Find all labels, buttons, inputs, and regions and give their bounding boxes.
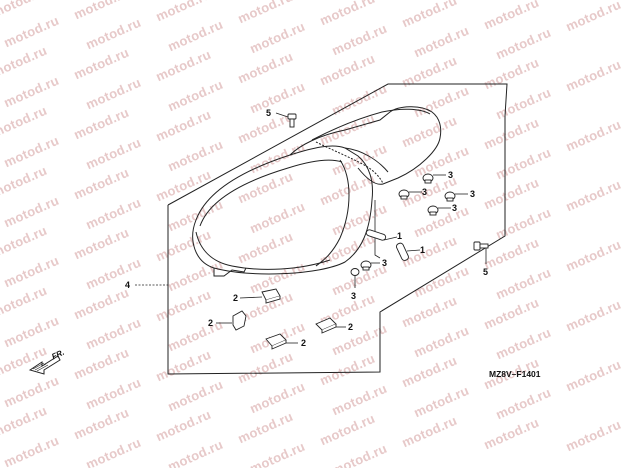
callout-2-b: 2	[208, 318, 213, 328]
front-direction-arrow: FR.	[28, 348, 66, 375]
callout-2-a: 2	[233, 293, 238, 303]
callout-3-b: 3	[422, 187, 427, 197]
callout-labels: 5 4 1 1 3 3 3 3 3 3 5 2 2 2 2	[125, 108, 488, 348]
rubber-part-b	[396, 242, 409, 261]
callout-3-f: 3	[351, 291, 356, 301]
direction-label: FR.	[50, 348, 65, 362]
clip-part-c	[444, 191, 456, 202]
bracket-part-c	[265, 333, 287, 350]
bracket-part-b	[232, 310, 247, 331]
callout-1-a: 1	[397, 231, 402, 241]
callout-3-d: 3	[452, 203, 457, 213]
callout-3-e: 3	[382, 258, 387, 268]
diagram-code: MZ8V–F1401	[489, 369, 541, 379]
callout-4: 4	[125, 280, 130, 290]
callout-3-c: 3	[470, 189, 475, 199]
inner-boundary	[374, 200, 381, 259]
callout-2-c: 2	[301, 338, 306, 348]
callout-1-b: 1	[420, 245, 425, 255]
bracket-part-a	[261, 288, 281, 304]
clip-part-b	[398, 189, 410, 200]
clip-part-f	[350, 268, 360, 276]
clip-part-e	[360, 260, 372, 271]
callout-3-a: 3	[448, 170, 453, 180]
assembly-boundary	[167, 83, 508, 375]
bolt-part-top	[287, 113, 297, 128]
clip-part-a	[422, 173, 434, 184]
callout-2-d: 2	[348, 322, 353, 332]
leader-lines	[135, 112, 487, 344]
bolt-part-right	[473, 241, 489, 251]
bracket-part-d	[315, 317, 337, 334]
callout-5-right: 5	[483, 267, 488, 277]
callout-5-top: 5	[266, 108, 271, 118]
clip-part-d	[427, 205, 439, 216]
rubber-part-a	[365, 229, 387, 241]
seat-assembly	[192, 106, 442, 277]
parts	[232, 113, 489, 350]
